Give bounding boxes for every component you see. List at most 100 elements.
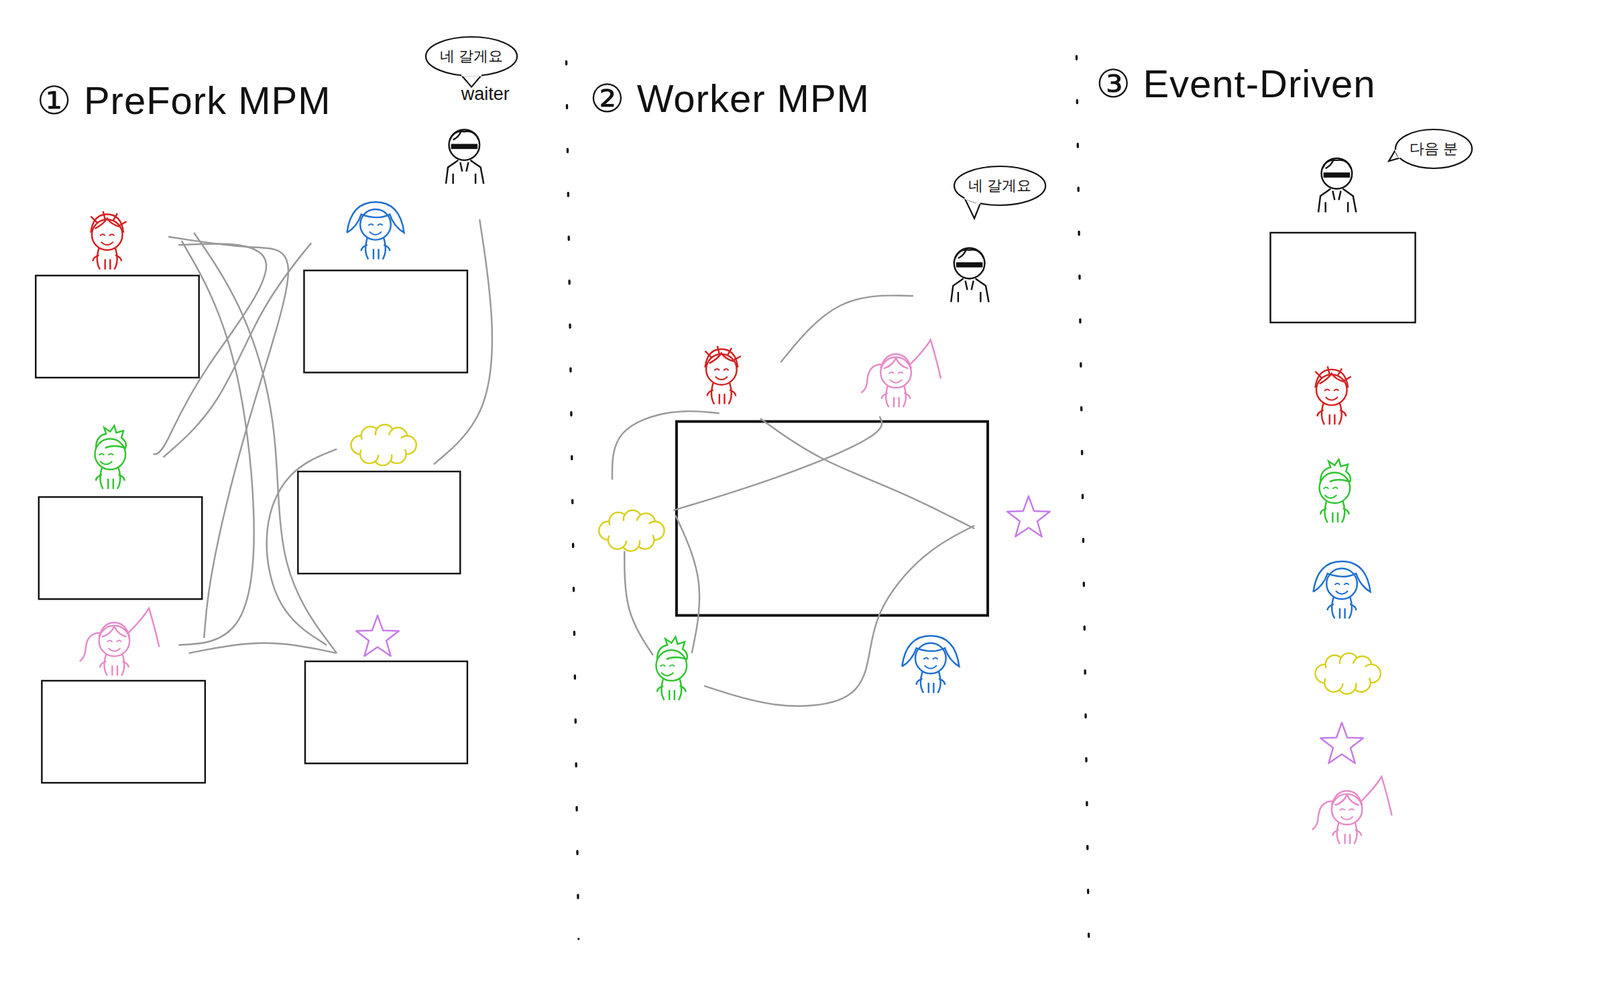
bubble-join <box>1395 149 1401 158</box>
waiter-head <box>449 129 481 161</box>
table <box>297 471 461 574</box>
face <box>923 657 938 669</box>
table <box>1270 232 1415 323</box>
head <box>880 357 912 389</box>
speech-text: 네 갈게요 <box>425 46 518 67</box>
waiter-head <box>1321 158 1353 190</box>
head <box>1326 568 1358 600</box>
route-line <box>760 418 976 529</box>
route-line <box>433 219 493 465</box>
route-line <box>152 243 267 454</box>
route-line <box>193 232 337 654</box>
body <box>657 678 687 701</box>
bubble-join <box>964 197 981 204</box>
bubble-body <box>954 166 1046 206</box>
route-line <box>178 240 254 646</box>
body <box>92 248 122 270</box>
star-guest <box>356 615 399 657</box>
sunglasses <box>956 262 984 268</box>
waiter-body <box>1318 189 1356 213</box>
body <box>95 467 125 489</box>
head <box>655 649 687 681</box>
bubble-body <box>425 36 518 76</box>
body <box>99 653 129 676</box>
sunglasses <box>1323 172 1351 178</box>
face <box>99 234 114 245</box>
guest-figure <box>90 211 127 270</box>
head <box>706 354 737 385</box>
star-shape <box>1007 496 1051 538</box>
panel-title: ② Worker MPM <box>590 75 870 122</box>
face <box>660 664 675 676</box>
cloud-guest <box>1315 653 1381 695</box>
body <box>881 385 911 408</box>
hair <box>657 637 688 660</box>
cloud-core <box>1322 663 1372 684</box>
bubble-tail <box>461 75 482 87</box>
guest-figure <box>79 608 160 676</box>
table <box>303 270 467 373</box>
hair <box>1312 776 1393 830</box>
face <box>714 368 729 380</box>
guest-figure <box>861 339 941 408</box>
route-line <box>675 515 700 653</box>
guest-figure <box>655 637 687 701</box>
head <box>360 209 391 241</box>
body <box>1327 596 1357 619</box>
star-shape <box>356 615 399 657</box>
cloud-guest <box>350 424 416 466</box>
route-line <box>266 449 337 646</box>
speech-bubble: 네 갈게요 <box>425 36 518 77</box>
route-line <box>612 411 720 480</box>
head <box>95 438 127 470</box>
head <box>1331 793 1363 825</box>
head <box>1316 374 1348 406</box>
waiter-head <box>954 248 986 279</box>
route-line <box>624 551 654 656</box>
table <box>676 421 988 615</box>
hair <box>90 211 127 233</box>
guest-figure <box>1319 459 1351 523</box>
bubble-body <box>1395 129 1472 169</box>
star-shape <box>1320 722 1364 764</box>
body <box>361 238 391 260</box>
star-guest <box>1007 496 1051 538</box>
body <box>707 382 737 405</box>
route-line <box>704 525 975 707</box>
face <box>888 372 903 383</box>
body <box>1332 822 1362 844</box>
head <box>99 625 131 657</box>
waiter-figure <box>950 248 989 303</box>
guest-figure <box>1312 561 1370 619</box>
hair <box>95 425 127 448</box>
cloud-core <box>606 520 656 541</box>
hair <box>901 635 959 667</box>
body <box>916 671 945 693</box>
star-guest <box>1320 722 1364 764</box>
route-line <box>162 242 312 458</box>
table <box>38 496 202 599</box>
guest-figure <box>704 346 741 405</box>
hair <box>1315 366 1351 388</box>
waiter-hair <box>449 130 479 141</box>
face <box>1334 583 1349 595</box>
face <box>1324 389 1339 401</box>
face <box>1323 487 1338 499</box>
hair <box>704 346 741 368</box>
waiter-figure <box>445 129 484 184</box>
speech-text: 다음 분 <box>1394 138 1473 159</box>
hair <box>346 201 404 233</box>
guest-figure <box>901 635 959 693</box>
head <box>915 643 947 674</box>
panel-title: ① PreFork MPM <box>36 77 332 124</box>
table <box>41 680 205 783</box>
table <box>305 661 468 764</box>
guest-figure <box>346 201 404 259</box>
panel-title: ③ Event-Driven <box>1095 61 1376 107</box>
head <box>91 219 123 251</box>
route-line <box>780 295 914 363</box>
guest-figure <box>95 425 127 489</box>
hair <box>79 608 160 662</box>
